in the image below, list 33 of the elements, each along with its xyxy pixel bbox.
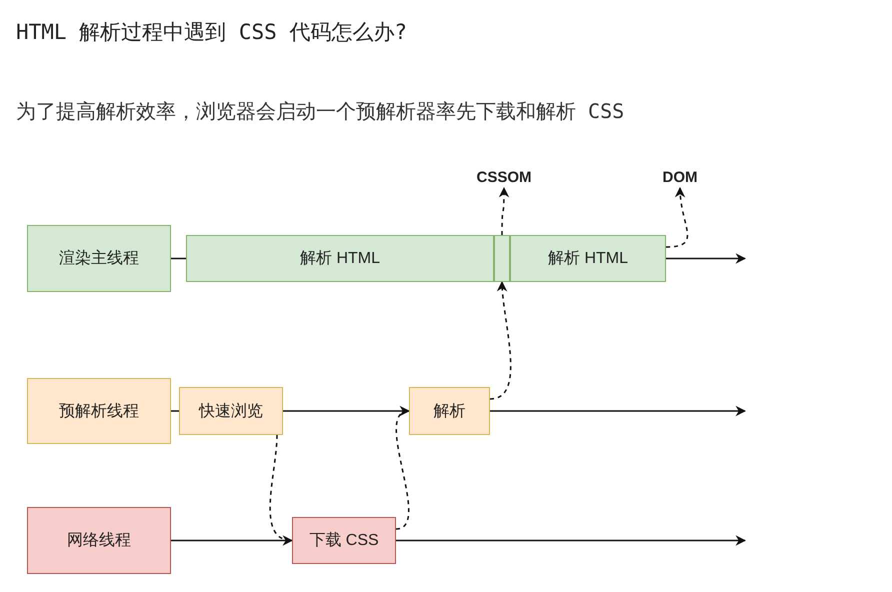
task-label: 解析 HTML — [548, 249, 628, 269]
task-box — [292, 517, 396, 564]
connector-line — [171, 258, 186, 260]
task-box — [179, 387, 283, 435]
task-label: 下载 CSS — [309, 530, 379, 551]
bar-segment — [494, 235, 510, 282]
connector-line — [171, 540, 292, 542]
dashed-arrow — [490, 280, 512, 400]
task-label: 快速浏览 — [199, 402, 263, 422]
thread-box — [27, 507, 171, 574]
timeline-arrow — [396, 535, 746, 546]
task-box — [409, 387, 490, 435]
output-label: DOM — [652, 166, 708, 188]
connector-line — [283, 410, 409, 412]
connector-line — [171, 410, 179, 412]
thread-box — [27, 378, 171, 444]
dashed-arrow — [498, 186, 510, 235]
dashed-arrow — [666, 186, 688, 248]
thread-name: 渲染主线程 — [59, 248, 139, 269]
task-label: 解析 HTML — [300, 249, 380, 269]
dashed-arrow — [269, 434, 294, 544]
task-box — [186, 235, 494, 282]
thread-name: 预解析线程 — [59, 402, 139, 422]
output-label: CSSOM — [466, 166, 542, 188]
thread-name: 网络线程 — [67, 530, 131, 551]
heading: HTML 解析过程中遇到 CSS 代码怎么办? — [16, 19, 408, 46]
task-label: 解析 — [434, 402, 466, 422]
thread-box — [27, 225, 171, 292]
timeline-arrow — [490, 406, 746, 416]
subtitle-text: 为了提高解析效率，浏览器会启动一个预解析器率先下载和解析 CSS — [16, 98, 624, 125]
dashed-arrow — [396, 408, 410, 530]
task-box — [510, 235, 666, 282]
timeline-arrow — [666, 253, 746, 264]
